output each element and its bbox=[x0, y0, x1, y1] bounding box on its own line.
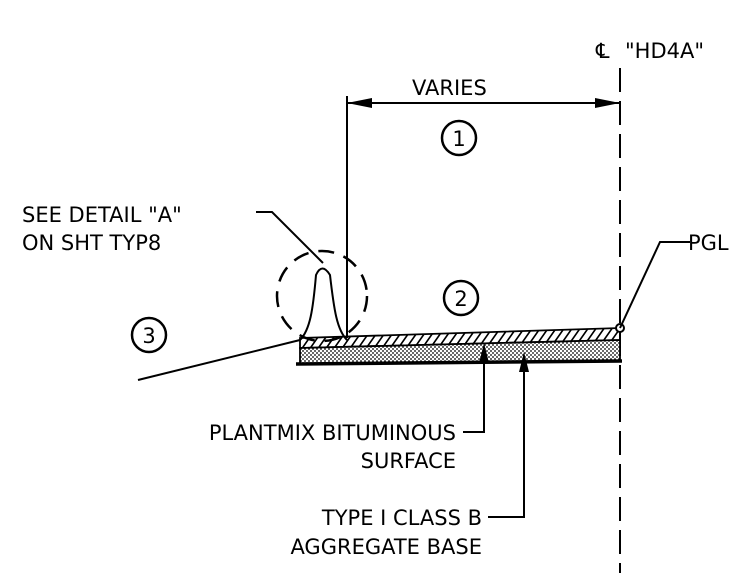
pgl-label: PGL bbox=[688, 231, 729, 255]
dimension-label: VARIES bbox=[412, 76, 487, 100]
pgl-leader bbox=[619, 241, 690, 329]
base-leader bbox=[488, 369, 525, 518]
subgrade-line bbox=[295, 359, 623, 366]
callout-1-circle bbox=[440, 119, 478, 157]
base-arrowhead bbox=[519, 352, 529, 372]
dimension-arrow-left bbox=[347, 98, 372, 108]
curb-outline bbox=[299, 267, 348, 341]
base-note-line2: AGGREGATE BASE bbox=[290, 535, 482, 559]
callout-3-label: 3 bbox=[142, 324, 155, 348]
surface-leader bbox=[463, 360, 485, 433]
callout-3-circle bbox=[130, 316, 168, 354]
detail-note-line2: ON SHT TYP8 bbox=[22, 231, 161, 255]
callout-1-label: 1 bbox=[452, 127, 465, 151]
callout-2-label: 2 bbox=[454, 287, 467, 311]
surface-arrowhead bbox=[479, 343, 489, 363]
centerline-symbol: ℄ bbox=[595, 39, 610, 63]
detail-a-circle bbox=[275, 249, 369, 343]
callout-2-circle bbox=[442, 279, 480, 317]
detail-note-line1: SEE DETAIL "A" bbox=[22, 203, 182, 227]
base-note-line1: TYPE I CLASS B bbox=[321, 506, 482, 530]
dimension-arrow-right bbox=[595, 98, 620, 108]
detail-leader bbox=[256, 211, 324, 264]
centerline-label: "HD4A" bbox=[625, 39, 704, 63]
surface-note-line2: SURFACE bbox=[361, 449, 456, 473]
slope-line bbox=[137, 339, 301, 381]
surface-note-line1: PLANTMIX BITUMINOUS bbox=[209, 421, 456, 445]
